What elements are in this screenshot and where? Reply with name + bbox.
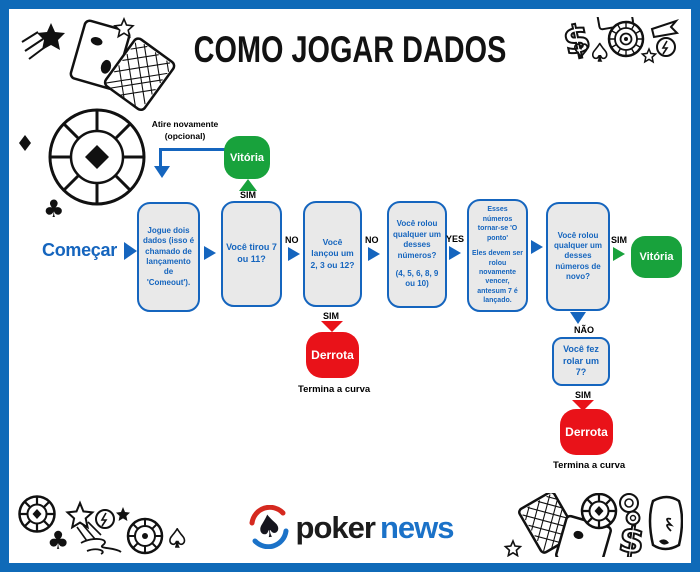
spade-icon: ♠ bbox=[166, 524, 188, 553]
spade-icon: ♠ bbox=[589, 39, 611, 67]
arrow-down-icon bbox=[154, 166, 170, 178]
pouch-icon bbox=[648, 495, 683, 551]
coin-icon bbox=[656, 37, 676, 57]
flow-box-2-3-12: Você lançou um 2, 3 ou 12? bbox=[303, 201, 362, 307]
flow-box-text: (4, 5, 6, 8, 9 ou 10) bbox=[395, 268, 439, 289]
loop-arrow-horizontal bbox=[161, 148, 225, 151]
shooting-star-icon bbox=[65, 500, 102, 542]
arrow-right-icon bbox=[204, 246, 216, 260]
start-label: Começar bbox=[42, 240, 117, 260]
arrow-right-green-icon bbox=[613, 247, 625, 261]
casino-doodles-top-left: ♣ bbox=[19, 17, 176, 217]
logo-text-poker: poker bbox=[295, 509, 376, 545]
page-title: COMO JOGAR DADOS bbox=[193, 29, 507, 70]
flow-box-text: Você rolou qualquer um desses números de… bbox=[553, 230, 602, 282]
poker-chip-icon bbox=[18, 495, 56, 533]
label-yes: YES bbox=[446, 234, 465, 244]
flow-box-text: Esses números tornar-se 'O ponto' bbox=[477, 206, 518, 242]
terminal-defeat-mid: Derrota bbox=[306, 332, 359, 378]
end-turn-note-1: Termina a curva bbox=[298, 384, 371, 395]
label-sim-right: SIM bbox=[611, 235, 628, 245]
flow-box-text: Jogue dois dados (isso é chamado de lanç… bbox=[142, 225, 195, 287]
logo-text-news: news bbox=[379, 509, 455, 545]
arrow-right-icon bbox=[368, 247, 380, 261]
small-star-icon bbox=[503, 538, 523, 557]
flow-box-text: Você rolou qualquer um desses números? bbox=[392, 219, 441, 260]
poker-chip-icon bbox=[126, 517, 164, 555]
arrow-down-red-icon bbox=[321, 321, 343, 332]
arrow-down-red-icon bbox=[572, 400, 594, 411]
small-diamond-icon bbox=[19, 135, 31, 151]
loop-note: Atire novamente (opcional) bbox=[139, 119, 231, 143]
poker-chip-icon bbox=[48, 108, 146, 206]
club-icon: ♣ bbox=[43, 195, 65, 217]
comet-star-icon bbox=[37, 23, 65, 50]
label-no-2: NO bbox=[365, 235, 379, 245]
poker-chip-icon bbox=[607, 20, 645, 58]
flow-box-point-numbers: Você rolou qualquer um desses números? (… bbox=[387, 201, 447, 308]
pokernews-spade-icon: ♠ bbox=[249, 505, 289, 549]
label-sim-1: SIM bbox=[240, 190, 257, 200]
flow-box-text: Você fez rolar um 7? bbox=[562, 343, 599, 378]
casino-doodles-bottom-left: ♣ ♠ bbox=[18, 495, 189, 555]
arrow-right-icon bbox=[531, 240, 543, 254]
label-nao: NÃO bbox=[574, 325, 594, 335]
svg-text:♠: ♠ bbox=[252, 507, 285, 547]
swoosh-doodle bbox=[80, 538, 122, 555]
arrow-right-icon bbox=[123, 241, 137, 260]
flow-box-comeout: Jogue dois dados (isso é chamado de lanç… bbox=[137, 202, 200, 312]
terminal-label: Derrota bbox=[311, 348, 354, 362]
flow-box-7-or-11: Você tirou 7 ou 11? bbox=[221, 201, 282, 307]
flow-box-text: Você tirou 7 ou 11? bbox=[226, 242, 277, 264]
ribbon-icon bbox=[650, 18, 680, 39]
terminal-victory-top: Vitória bbox=[224, 136, 270, 179]
arrow-right-icon bbox=[288, 247, 300, 261]
arrow-right-icon bbox=[449, 246, 461, 260]
arrow-up-green-icon bbox=[239, 179, 257, 191]
poker-chip-icon bbox=[580, 493, 618, 530]
svg-text:$: $ bbox=[616, 519, 647, 557]
arrow-down-icon bbox=[570, 312, 586, 324]
label-no-1: NO bbox=[285, 235, 299, 245]
dollar-sign-icon: $ bbox=[615, 518, 648, 557]
terminal-defeat-bottom: Derrota bbox=[560, 409, 613, 455]
loop-note-line1: Atire novamente bbox=[151, 119, 219, 129]
card-back-icon bbox=[103, 37, 176, 112]
small-star-icon bbox=[116, 507, 130, 521]
flow-box-rolled-again: Você rolou qualquer um desses números de… bbox=[546, 202, 610, 311]
flow-box-the-point: Esses números tornar-se 'O ponto' Eles d… bbox=[467, 199, 528, 312]
flow-box-text: Você lançou um 2, 3 ou 12? bbox=[310, 237, 355, 270]
terminal-label: Derrota bbox=[565, 425, 608, 439]
heart-icon: ♡ bbox=[573, 41, 589, 62]
coin-icon bbox=[95, 509, 115, 529]
start-control: Começar bbox=[42, 240, 137, 261]
terminal-victory-right: Vitória bbox=[631, 236, 682, 278]
casino-doodles-bottom-right: $ bbox=[503, 493, 683, 557]
rosette-icon bbox=[619, 493, 641, 526]
end-turn-note-2: Termina a curva bbox=[553, 460, 626, 471]
flow-box-rolled-7: Você fez rolar um 7? bbox=[552, 337, 610, 386]
label-sim-bottom: SIM bbox=[575, 390, 592, 400]
terminal-label: Vitória bbox=[639, 251, 674, 263]
label-sim-mid: SIM bbox=[323, 311, 340, 321]
small-star-icon bbox=[640, 47, 658, 64]
club-icon: ♣ bbox=[47, 526, 69, 555]
casino-doodles-top-right: $ ♡ ♠ bbox=[558, 17, 680, 68]
loop-arrow-vertical bbox=[159, 148, 162, 167]
loop-note-line2: (opcional) bbox=[164, 130, 206, 141]
flow-box-text: Eles devem ser rolou novamente vencer, a… bbox=[472, 250, 523, 305]
terminal-label: Vitória bbox=[229, 151, 265, 164]
small-star-icon bbox=[113, 17, 135, 39]
